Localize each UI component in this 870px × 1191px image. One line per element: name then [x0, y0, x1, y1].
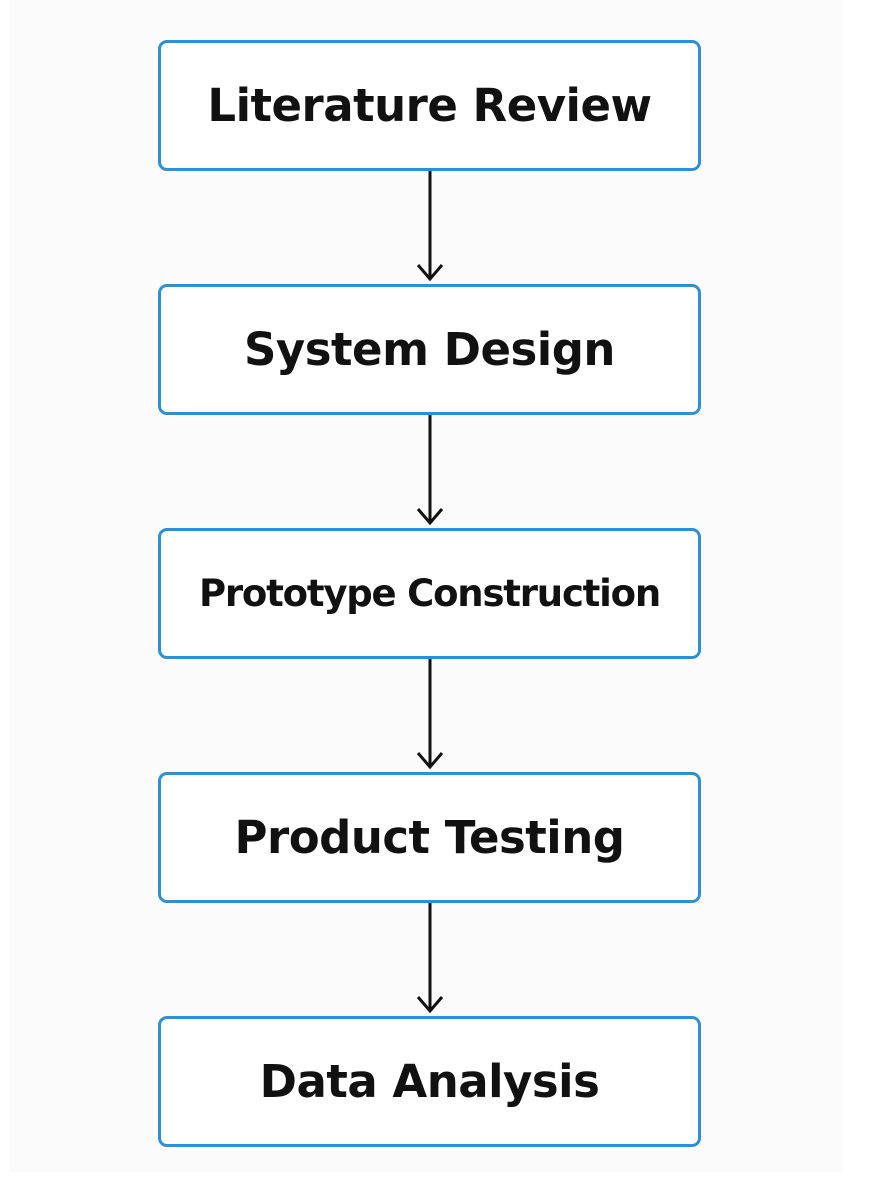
step-system-design: System Design [158, 284, 701, 415]
step-prototype-construction: Prototype Construction [158, 528, 701, 659]
step-label: Prototype Construction [198, 572, 661, 615]
step-literature-review: Literature Review [158, 40, 701, 171]
step-label: Product Testing [234, 811, 625, 864]
step-product-testing: Product Testing [158, 772, 701, 903]
arrow-down-icon [416, 171, 444, 282]
arrow-down-icon [416, 659, 444, 770]
arrow-down-icon [416, 415, 444, 526]
arrow-down-icon [416, 903, 444, 1014]
step-label: System Design [244, 323, 615, 376]
step-data-analysis: Data Analysis [158, 1016, 701, 1147]
step-label: Data Analysis [259, 1055, 600, 1108]
step-label: Literature Review [207, 79, 652, 132]
